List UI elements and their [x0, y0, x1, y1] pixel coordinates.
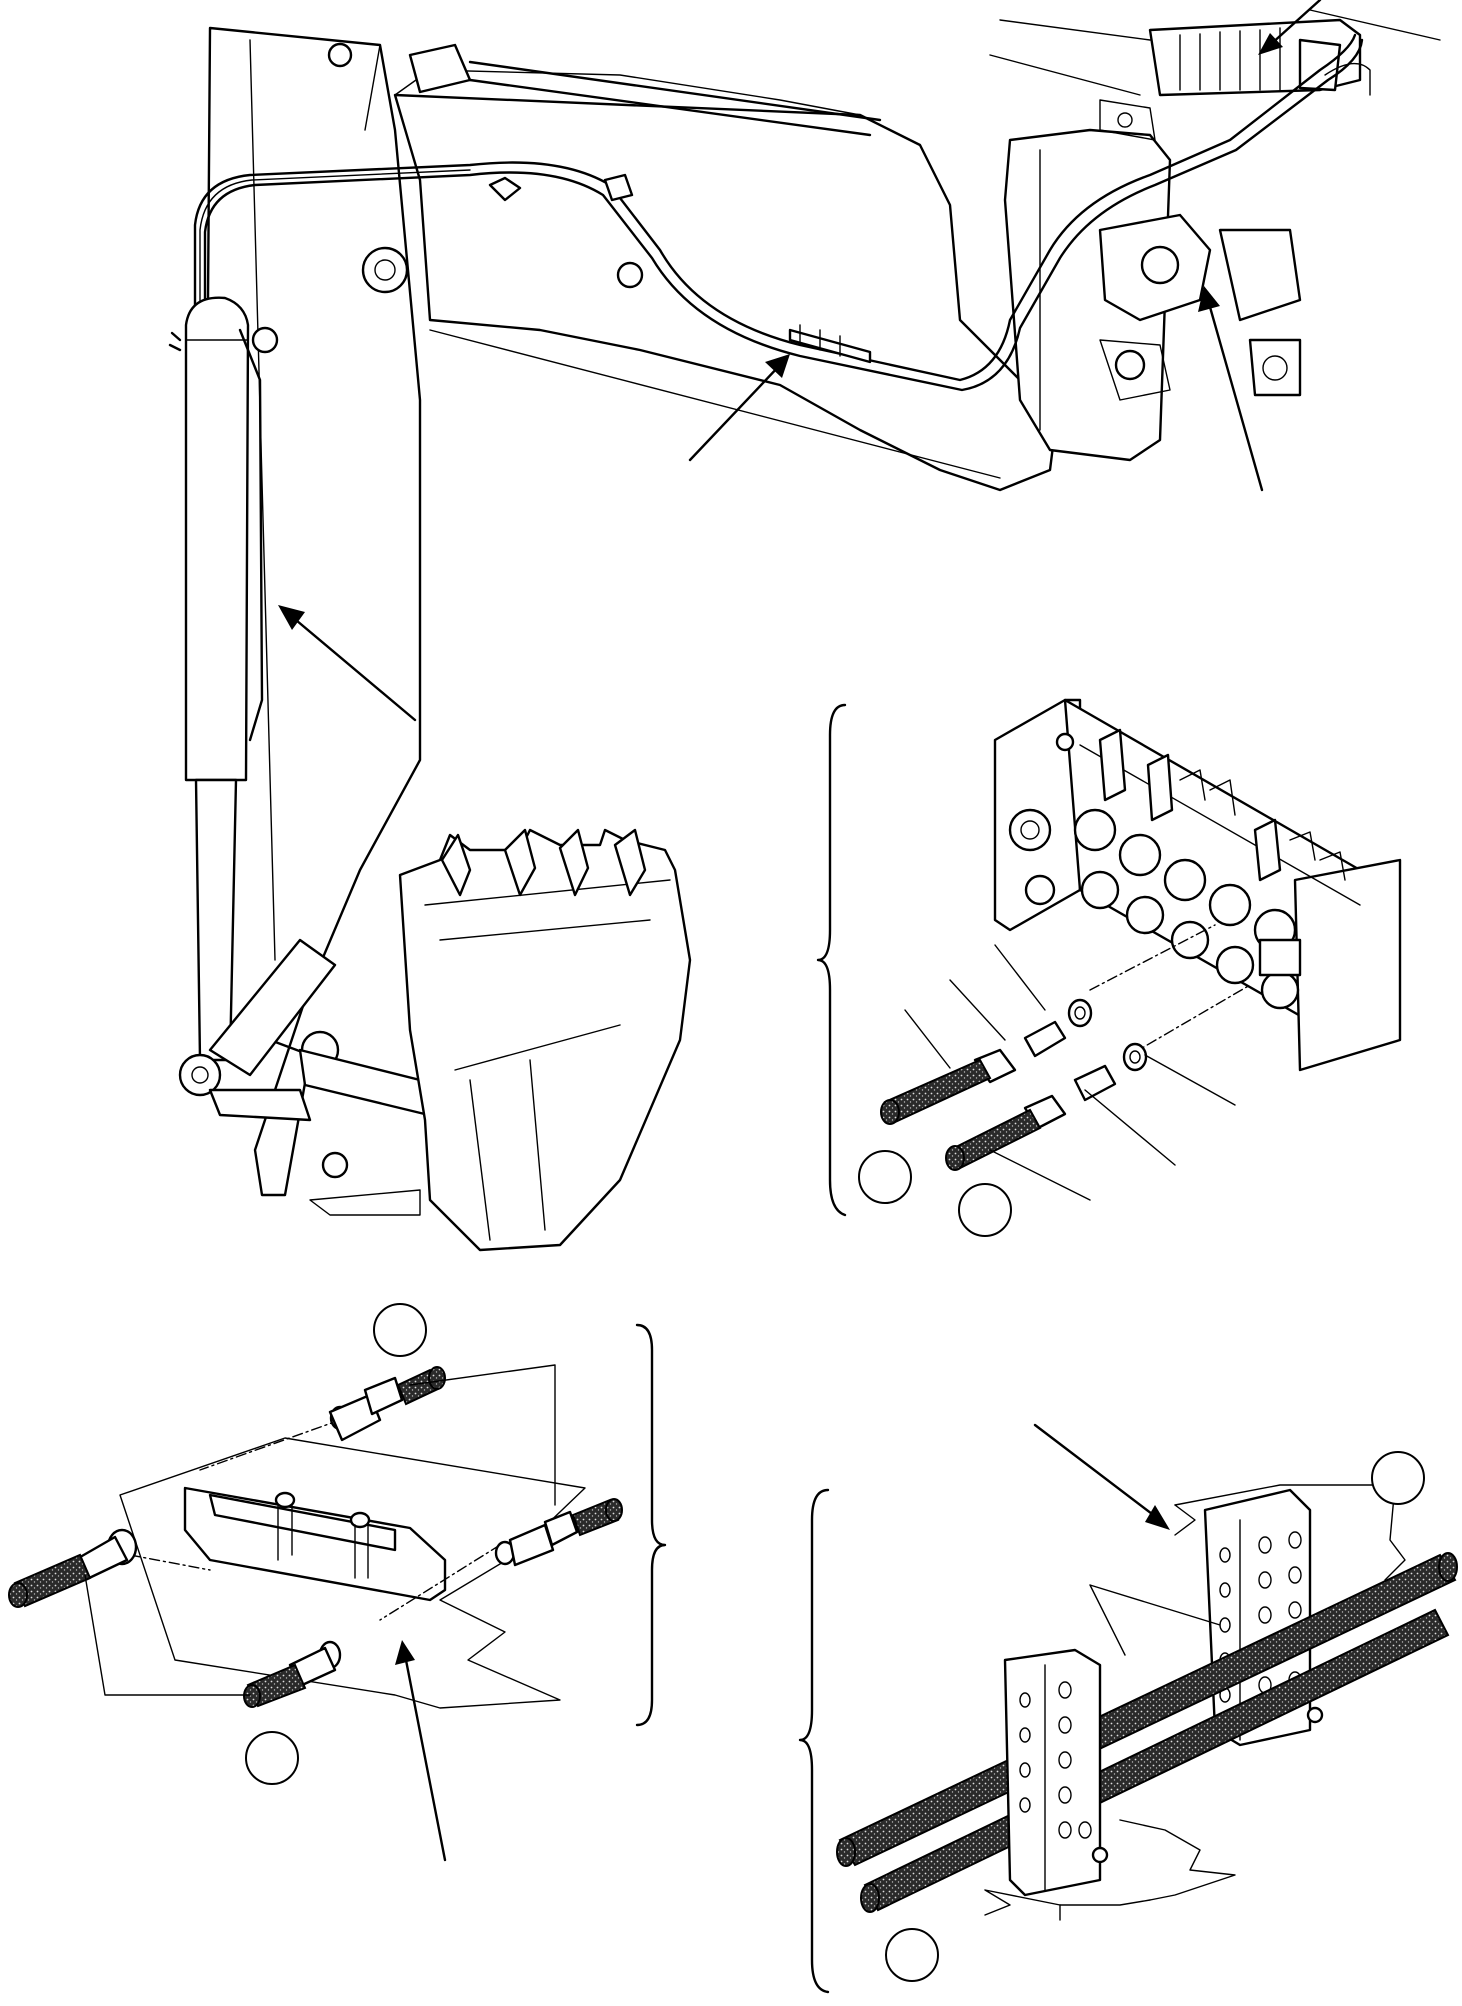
boom-arm-illustration [168, 9, 1441, 1252]
callout-circle [373, 1303, 427, 1357]
callout-circle [1371, 1451, 1425, 1505]
leader-arrows-panel-1 [278, 0, 1322, 722]
callout-circle [245, 1731, 299, 1785]
callout-circle [958, 1183, 1012, 1237]
callout-circle [858, 1150, 912, 1204]
callout-circle [885, 1928, 939, 1982]
hose-bracket-detail [8, 1323, 667, 1727]
clamp-plate-detail [798, 1484, 1458, 1994]
control-valve-detail [816, 698, 1402, 1217]
leader-arrow [395, 1640, 447, 1862]
leader-arrow [1033, 1423, 1170, 1530]
